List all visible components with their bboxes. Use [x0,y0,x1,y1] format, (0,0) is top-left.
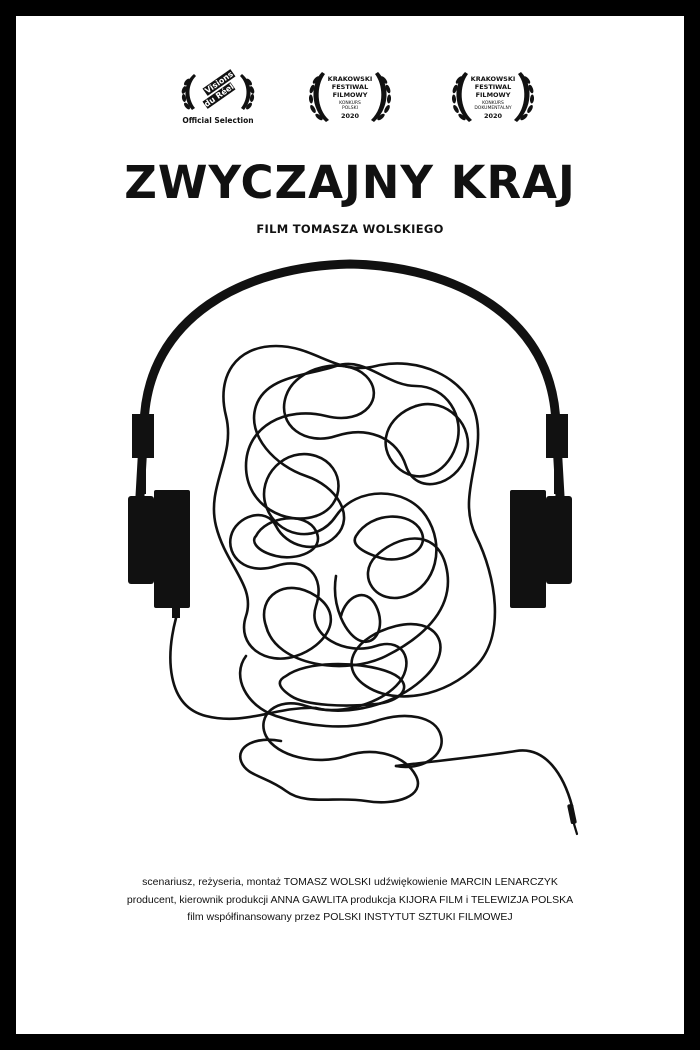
audio-jack-icon [567,803,579,836]
laurel-line: FESTIWAL [331,83,369,91]
laurel-line: 2020 [340,112,360,120]
laurel-line: KRAKOWSKI [470,75,516,83]
laurel-line: 2020 [483,112,503,120]
laurel-krakow-documentary-competition: KRAKOWSKI FESTIWAL FILMOWY KONKURS DOKUM… [443,68,543,138]
poster-artwork [128,259,579,836]
laurel-line: KONKURS [339,101,361,106]
laurel-line: FILMOWY [475,91,511,99]
credits-line: scenariusz, reżyseria, montaż TOMASZ WOL… [142,876,558,888]
laurel-wreath-icon [451,72,535,122]
credits-block: scenariusz, reżyseria, montaż TOMASZ WOL… [16,874,684,927]
laurel-line: KRAKOWSKI [327,75,373,83]
film-title: ZWYCZAJNY KRAJ [124,156,576,209]
laurel-line: POLSKI [342,106,358,111]
credits-line: producent, kierownik produkcji ANNA GAWL… [126,893,574,906]
laurel-line: FILMOWY [332,91,368,99]
laurel-visions-du-reel: Visions du Réel Official Selection [168,68,268,138]
credits-line: film współfinansowany przez POLSKI INSTY… [187,911,513,923]
film-subtitle: FILM TOMASZA WOLSKIEGO [256,222,444,236]
headphones-icon [128,259,572,618]
laurel-line: DOKUMENTALNY [474,106,512,111]
laurel-line: FESTIWAL [474,83,512,91]
laurel-krakow-polish-competition: KRAKOWSKI FESTIWAL FILMOWY KONKURS POLSK… [300,68,400,138]
laurel-line: KONKURS [482,101,504,106]
laurel-wreath-icon [308,72,392,122]
scribble-face-icon [169,344,574,808]
laurel-wreath-icon [181,74,255,110]
festival-laurels: Visions du Réel Official Selection [16,68,684,148]
poster: Visions du Réel Official Selection [16,16,684,1034]
laurel-caption: Official Selection [182,116,254,125]
